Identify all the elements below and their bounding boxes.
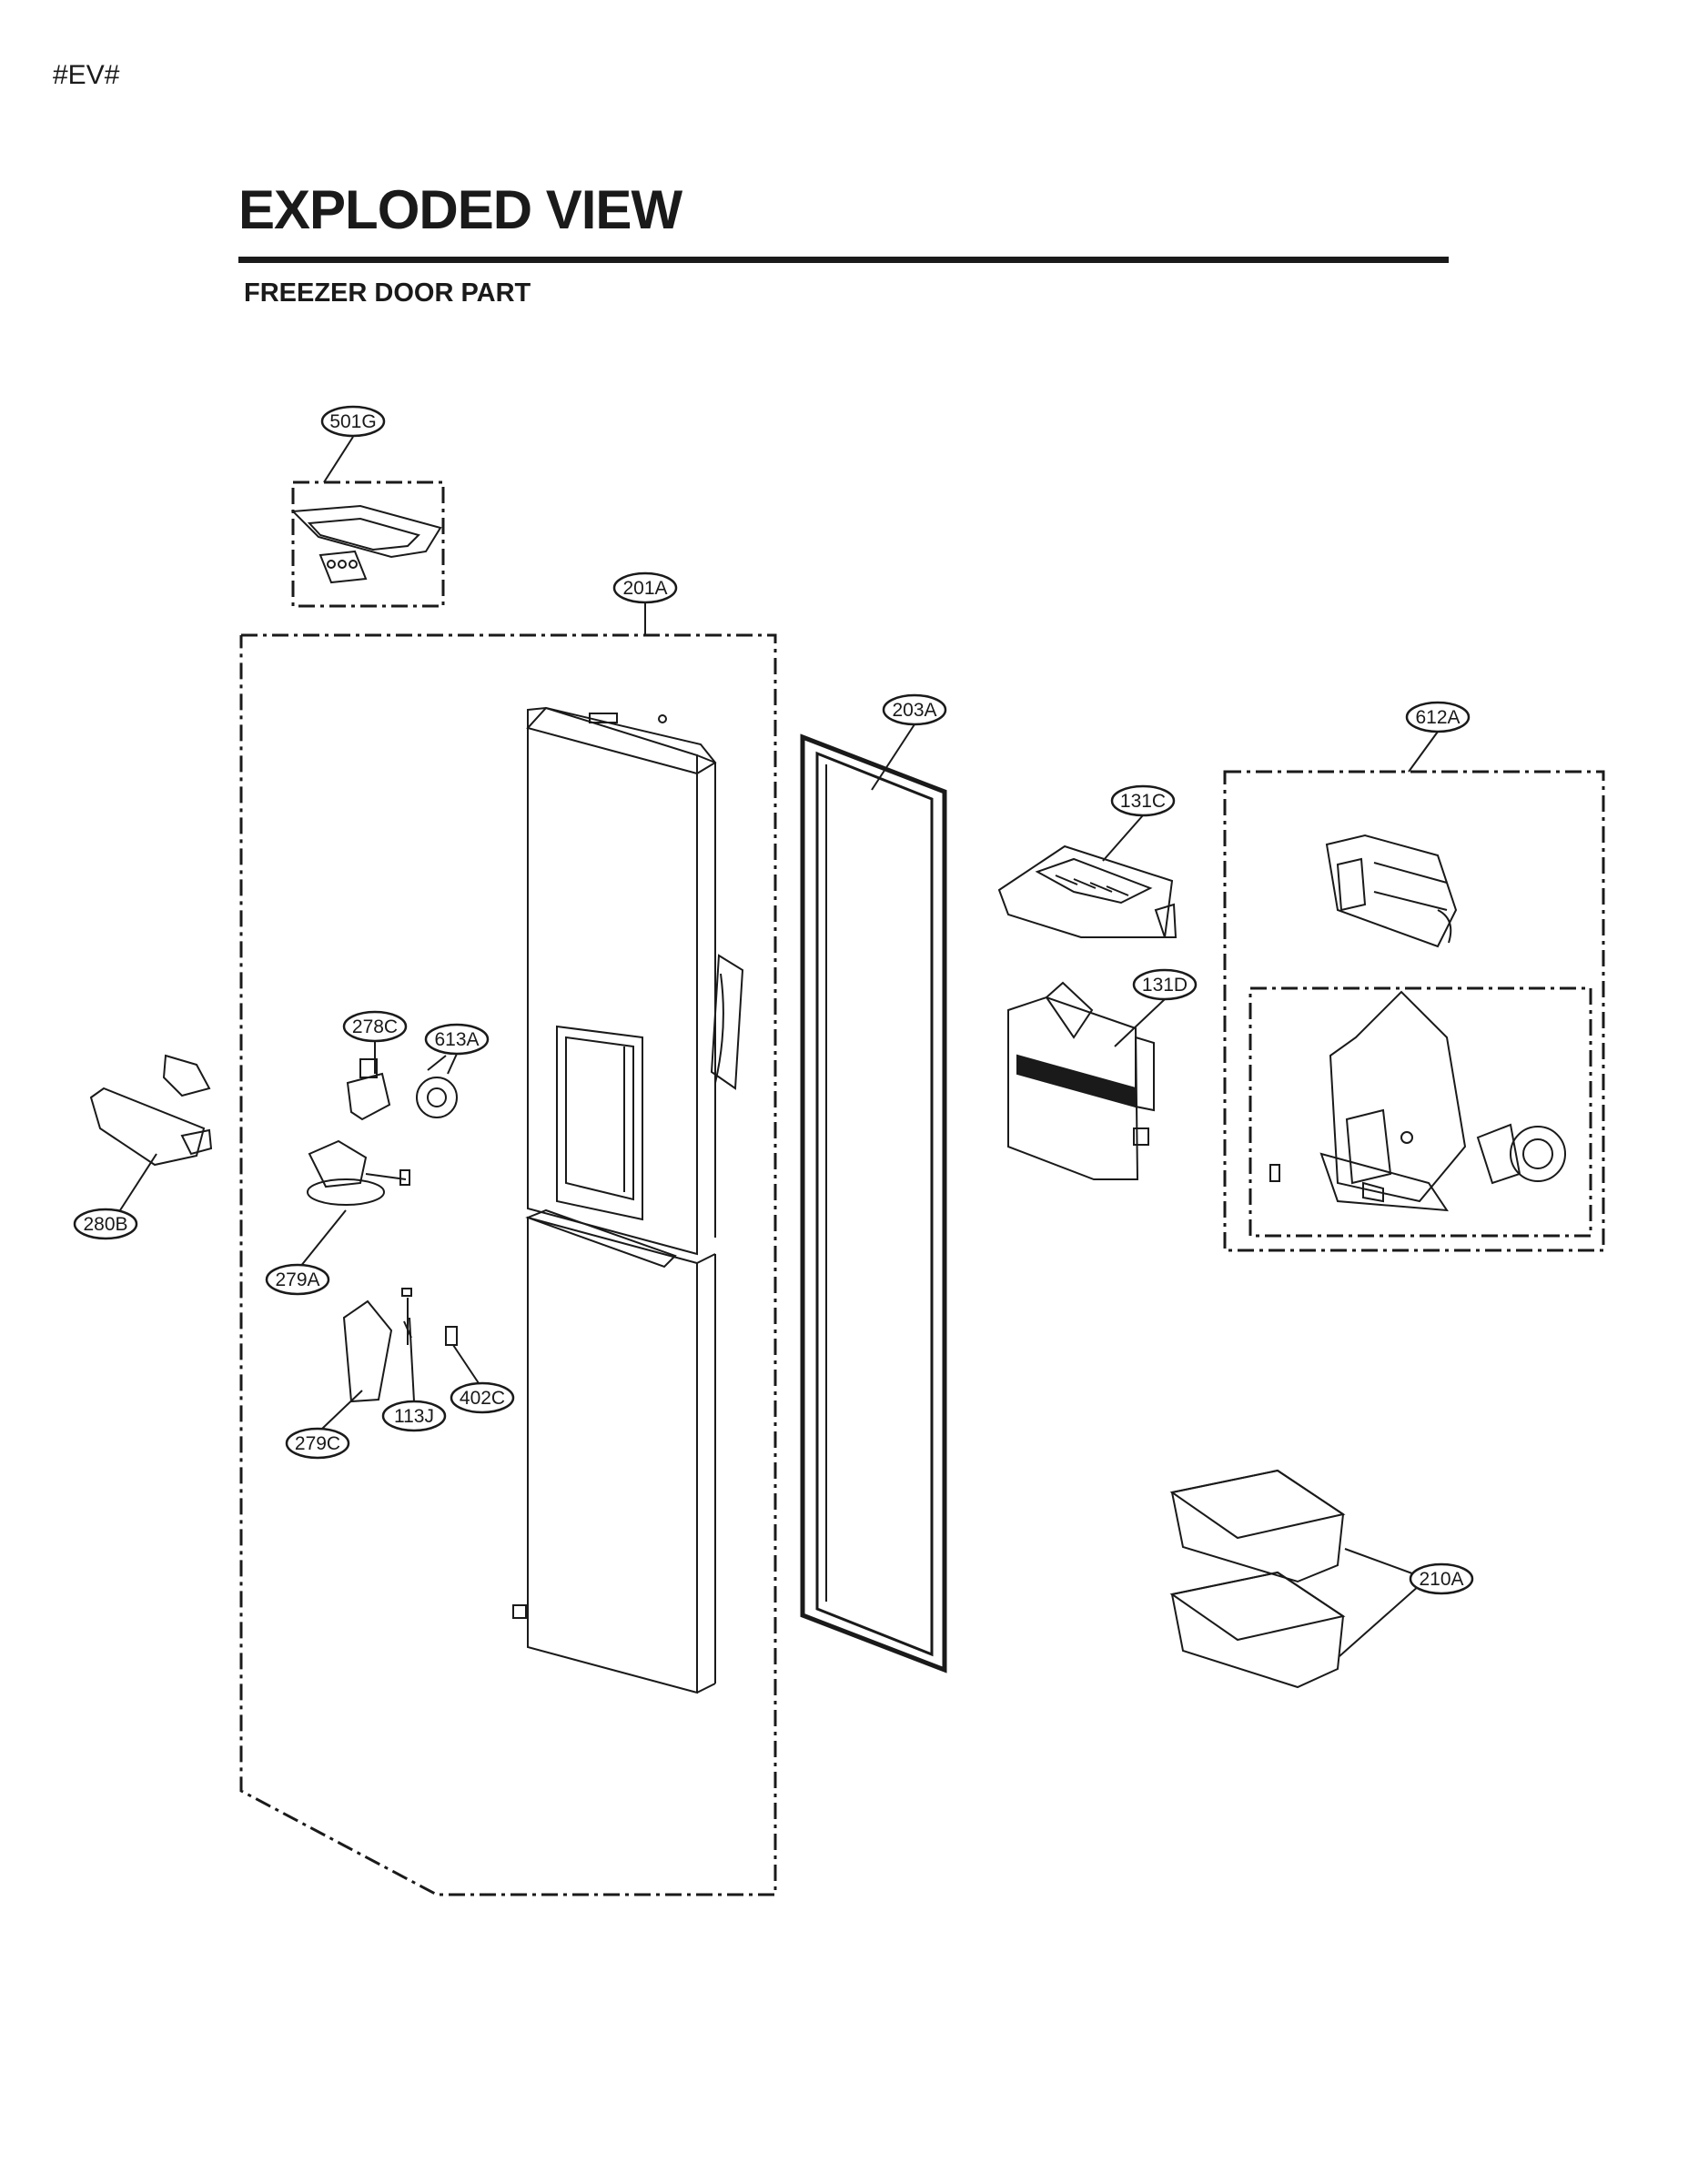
part-402c xyxy=(445,1326,458,1346)
callout-131d: 131D xyxy=(1132,968,1198,1001)
callout-oval xyxy=(450,1381,515,1414)
part-279c xyxy=(342,1299,393,1403)
group-box-612a-inner xyxy=(1248,986,1592,1238)
part-131c-cover xyxy=(997,844,1178,938)
callout-113j: 113J xyxy=(381,1400,447,1432)
page-title: EXPLODED VIEW xyxy=(238,179,682,240)
group-box-201a xyxy=(239,633,777,1896)
callout-279c: 279C xyxy=(285,1427,350,1460)
part-501g-cover xyxy=(290,504,442,584)
callout-131c: 131C xyxy=(1110,784,1176,817)
section-subtitle: FREEZER DOOR PART xyxy=(244,278,531,308)
callout-oval xyxy=(1405,701,1471,733)
part-612a-icemaker xyxy=(1269,834,1566,1212)
callout-201a: 201A xyxy=(612,571,678,604)
callout-613a: 613A xyxy=(424,1023,490,1056)
callout-oval xyxy=(285,1427,350,1460)
callout-oval xyxy=(1409,1562,1474,1595)
part-613a xyxy=(416,1055,458,1118)
callout-label: 613A xyxy=(434,1029,479,1050)
part-278c xyxy=(346,1058,391,1121)
group-box-612a xyxy=(1223,770,1605,1252)
callout-oval xyxy=(882,693,947,726)
callout-oval xyxy=(320,405,386,438)
callout-210a: 210A xyxy=(1409,1562,1474,1595)
part-279a xyxy=(307,1139,410,1206)
callout-group: 501G 201A 203A 612A 131C 131D 278C 613A 280B 279A… xyxy=(73,405,1474,1595)
callout-oval xyxy=(612,571,678,604)
callout-label: 203A xyxy=(892,700,936,721)
callout-label: 402C xyxy=(460,1388,505,1409)
callout-label: 201A xyxy=(622,578,667,599)
callout-oval xyxy=(73,1208,138,1240)
part-201a-door xyxy=(512,706,744,1694)
callout-label: 501G xyxy=(329,411,376,432)
callout-279a: 279A xyxy=(265,1263,330,1296)
part-210a-bins xyxy=(1169,1469,1346,1689)
callout-501g: 501G xyxy=(320,405,386,438)
callout-label: 612A xyxy=(1415,707,1460,728)
title-rule xyxy=(238,257,1449,263)
part-113j xyxy=(401,1288,412,1345)
leader-lines xyxy=(119,436,1439,1657)
callout-label: 279C xyxy=(295,1433,340,1454)
callout-278c: 278C xyxy=(342,1010,408,1043)
callout-label: 280B xyxy=(83,1214,127,1235)
part-280b xyxy=(89,1054,213,1167)
part-203a-gasket xyxy=(800,733,947,1673)
callout-oval xyxy=(1132,968,1198,1001)
callout-oval xyxy=(1110,784,1176,817)
callout-label: 279A xyxy=(275,1269,319,1290)
callout-oval xyxy=(381,1400,447,1432)
callout-label: 131D xyxy=(1142,975,1188,996)
part-131d-bin xyxy=(1007,981,1155,1180)
callout-label: 131C xyxy=(1120,791,1166,812)
callout-402c: 402C xyxy=(450,1381,515,1414)
callout-label: 278C xyxy=(352,1016,398,1037)
callout-label: 210A xyxy=(1419,1569,1463,1590)
callout-oval xyxy=(424,1023,490,1056)
callout-oval xyxy=(342,1010,408,1043)
callout-280b: 280B xyxy=(73,1208,138,1240)
callout-203a: 203A xyxy=(882,693,947,726)
callout-612a: 612A xyxy=(1405,701,1471,733)
group-boxes xyxy=(239,480,1605,1896)
document-tag: #EV# xyxy=(53,60,120,90)
group-box-501g xyxy=(291,480,445,608)
callout-label: 113J xyxy=(394,1406,434,1427)
callout-oval xyxy=(265,1263,330,1296)
